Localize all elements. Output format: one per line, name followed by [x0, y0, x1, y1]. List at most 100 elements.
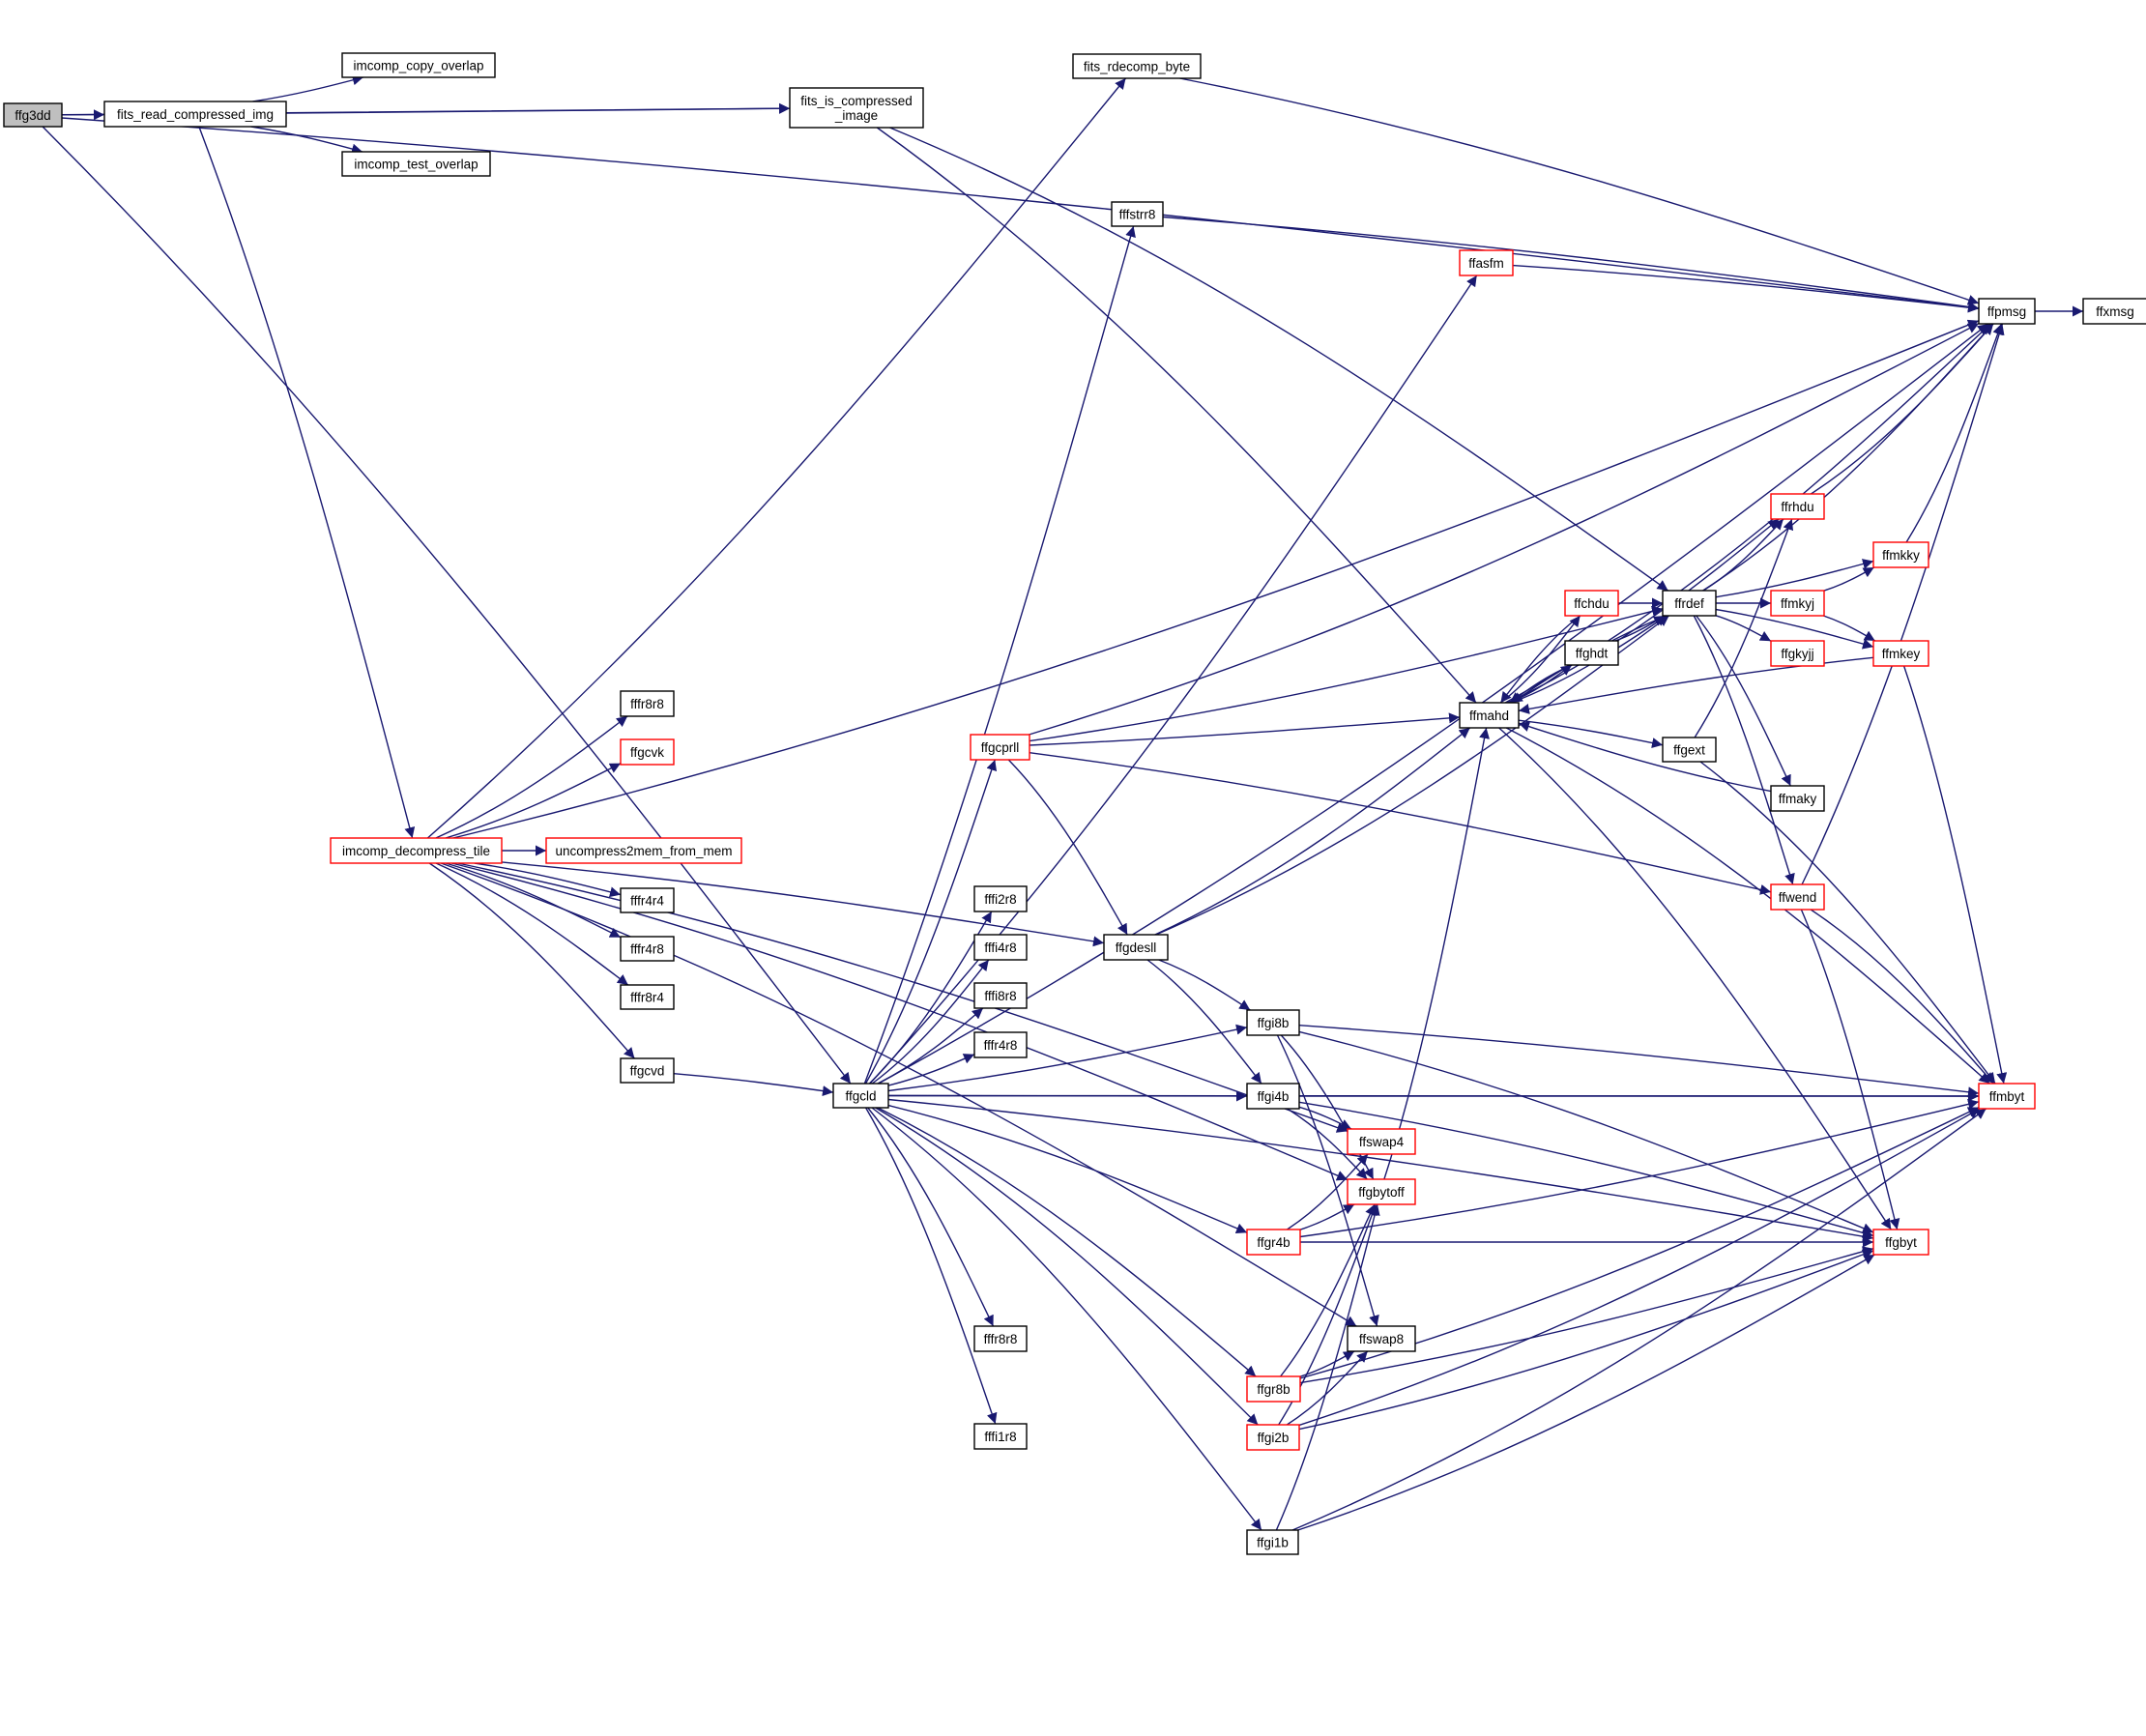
node-ffwend[interactable]: ffwend	[1770, 883, 1825, 911]
node-box[interactable]	[545, 837, 742, 864]
node-ffghdt[interactable]: ffghdt	[1564, 640, 1619, 666]
node-box[interactable]	[1978, 1083, 2036, 1110]
node-ffgkyjj[interactable]: ffgkyjj	[1770, 640, 1825, 667]
node-fffr8r4[interactable]: fffr8r4	[620, 984, 675, 1010]
node-box[interactable]	[973, 1423, 1028, 1450]
node-box[interactable]	[1662, 590, 1717, 617]
node-fffr4r8-b[interactable]: fffr4r8	[973, 1031, 1028, 1058]
node-ffgi4b[interactable]: ffgi4b	[1246, 1083, 1300, 1110]
node-ffmkey[interactable]: ffmkey	[1872, 640, 1929, 667]
node-box[interactable]	[1978, 298, 2036, 325]
node-box[interactable]	[341, 151, 491, 177]
node-box[interactable]	[1072, 53, 1202, 79]
node-ffswap4[interactable]: ffswap4	[1347, 1128, 1416, 1155]
node-ffrdef[interactable]: ffrdef	[1662, 590, 1717, 617]
node-box[interactable]	[3, 102, 63, 128]
node-box[interactable]	[620, 690, 675, 717]
node-box[interactable]	[1347, 1325, 1416, 1352]
node-box[interactable]	[1347, 1178, 1416, 1205]
node-ffgi2b[interactable]: ffgi2b	[1246, 1424, 1300, 1451]
node-box[interactable]	[1770, 590, 1825, 617]
node-ffmkky[interactable]: ffmkky	[1872, 541, 1929, 568]
node-ffchdu[interactable]: ffchdu	[1564, 590, 1619, 617]
node-box[interactable]	[1564, 590, 1619, 617]
node-box[interactable]	[1246, 1083, 1300, 1110]
node-fffr8r8-a[interactable]: fffr8r8	[620, 690, 675, 717]
node-imcomp-copy-overlap[interactable]: imcomp_copy_overlap	[341, 52, 496, 78]
node-box[interactable]	[1246, 1229, 1301, 1256]
node-box[interactable]	[1246, 1529, 1299, 1555]
node-fffi8r8[interactable]: fffi8r8	[973, 982, 1028, 1009]
node-box[interactable]	[1770, 883, 1825, 911]
node-box[interactable]	[1770, 493, 1825, 520]
node-ffgcld[interactable]: ffgcld	[832, 1083, 889, 1109]
node-box[interactable]	[973, 1031, 1028, 1058]
node-ffxmsg[interactable]: ffxmsg	[2082, 298, 2146, 325]
node-ffmkyj[interactable]: ffmkyj	[1770, 590, 1825, 617]
node-box[interactable]	[1564, 640, 1619, 666]
node-fffi2r8[interactable]: fffi2r8	[973, 885, 1028, 912]
node-fffr8r8-b[interactable]: fffr8r8	[973, 1325, 1028, 1352]
node-box[interactable]	[1872, 1229, 1929, 1256]
node-fffi4r8[interactable]: fffi4r8	[973, 934, 1028, 961]
node-ffasfm[interactable]: ffasfm	[1459, 249, 1514, 276]
node-ffgdesll[interactable]: ffgdesll	[1103, 934, 1169, 961]
node-box[interactable]	[973, 982, 1028, 1009]
node-box[interactable]	[1103, 934, 1169, 961]
node-box[interactable]	[1246, 1424, 1300, 1451]
node-box[interactable]	[1111, 201, 1164, 227]
node-box[interactable]	[1246, 1375, 1301, 1403]
node-fffr4r4[interactable]: fffr4r4	[620, 887, 675, 913]
node-imcomp-decompress-tile[interactable]: imcomp_decompress_tile	[330, 837, 503, 864]
node-box[interactable]	[620, 1057, 675, 1084]
node-fits-rdecomp-byte[interactable]: fits_rdecomp_byte	[1072, 53, 1202, 79]
node-fits-is-compressed-image[interactable]: fits_is_compressed_image	[789, 87, 924, 129]
node-ffgcvd[interactable]: ffgcvd	[620, 1057, 675, 1084]
node-ffmbyt[interactable]: ffmbyt	[1978, 1083, 2036, 1110]
node-box[interactable]	[1770, 785, 1825, 812]
node-box[interactable]	[330, 837, 503, 864]
node-ffrhdu[interactable]: ffrhdu	[1770, 493, 1825, 520]
node-box[interactable]	[973, 934, 1028, 961]
node-box[interactable]	[1872, 541, 1929, 568]
node-ffswap8[interactable]: ffswap8	[1347, 1325, 1416, 1352]
node-fffstrr8[interactable]: fffstrr8	[1111, 201, 1164, 227]
node-ffgi8b[interactable]: ffgi8b	[1246, 1009, 1300, 1036]
node-ffgr4b[interactable]: ffgr4b	[1246, 1229, 1301, 1256]
node-box[interactable]	[1246, 1009, 1300, 1036]
node-ffmaky[interactable]: ffmaky	[1770, 785, 1825, 812]
node-box[interactable]	[789, 87, 924, 129]
node-box[interactable]	[620, 936, 675, 962]
node-ffpmsg[interactable]: ffpmsg	[1978, 298, 2036, 325]
node-ffg3dd[interactable]: ffg3dd	[3, 102, 63, 128]
node-box[interactable]	[970, 734, 1030, 761]
node-box[interactable]	[1662, 737, 1717, 763]
node-ffmahd[interactable]: ffmahd	[1459, 702, 1520, 729]
node-box[interactable]	[1770, 640, 1825, 667]
node-box[interactable]	[620, 738, 675, 766]
node-ffgbytoff[interactable]: ffgbytoff	[1347, 1178, 1416, 1205]
node-box[interactable]	[341, 52, 496, 78]
node-uncompress2mem-from-mem[interactable]: uncompress2mem_from_mem	[545, 837, 742, 864]
node-box[interactable]	[103, 101, 287, 128]
node-ffgr8b[interactable]: ffgr8b	[1246, 1375, 1301, 1403]
node-box[interactable]	[2082, 298, 2146, 325]
node-box[interactable]	[620, 984, 675, 1010]
node-ffgcvk[interactable]: ffgcvk	[620, 738, 675, 766]
node-box[interactable]	[620, 887, 675, 913]
node-fffi1r8[interactable]: fffi1r8	[973, 1423, 1028, 1450]
node-fffr4r8-a[interactable]: fffr4r8	[620, 936, 675, 962]
node-box[interactable]	[973, 885, 1028, 912]
node-box[interactable]	[1872, 640, 1929, 667]
node-imcomp-test-overlap[interactable]: imcomp_test_overlap	[341, 151, 491, 177]
node-box[interactable]	[973, 1325, 1028, 1352]
node-box[interactable]	[1459, 702, 1520, 729]
node-ffgi1b[interactable]: ffgi1b	[1246, 1529, 1299, 1555]
node-fits-read-compressed-img[interactable]: fits_read_compressed_img	[103, 101, 287, 128]
node-ffgcprll[interactable]: ffgcprll	[970, 734, 1030, 761]
node-ffgext[interactable]: ffgext	[1662, 737, 1717, 763]
node-ffgbyt[interactable]: ffgbyt	[1872, 1229, 1929, 1256]
node-box[interactable]	[1459, 249, 1514, 276]
node-box[interactable]	[1347, 1128, 1416, 1155]
node-box[interactable]	[832, 1083, 889, 1109]
